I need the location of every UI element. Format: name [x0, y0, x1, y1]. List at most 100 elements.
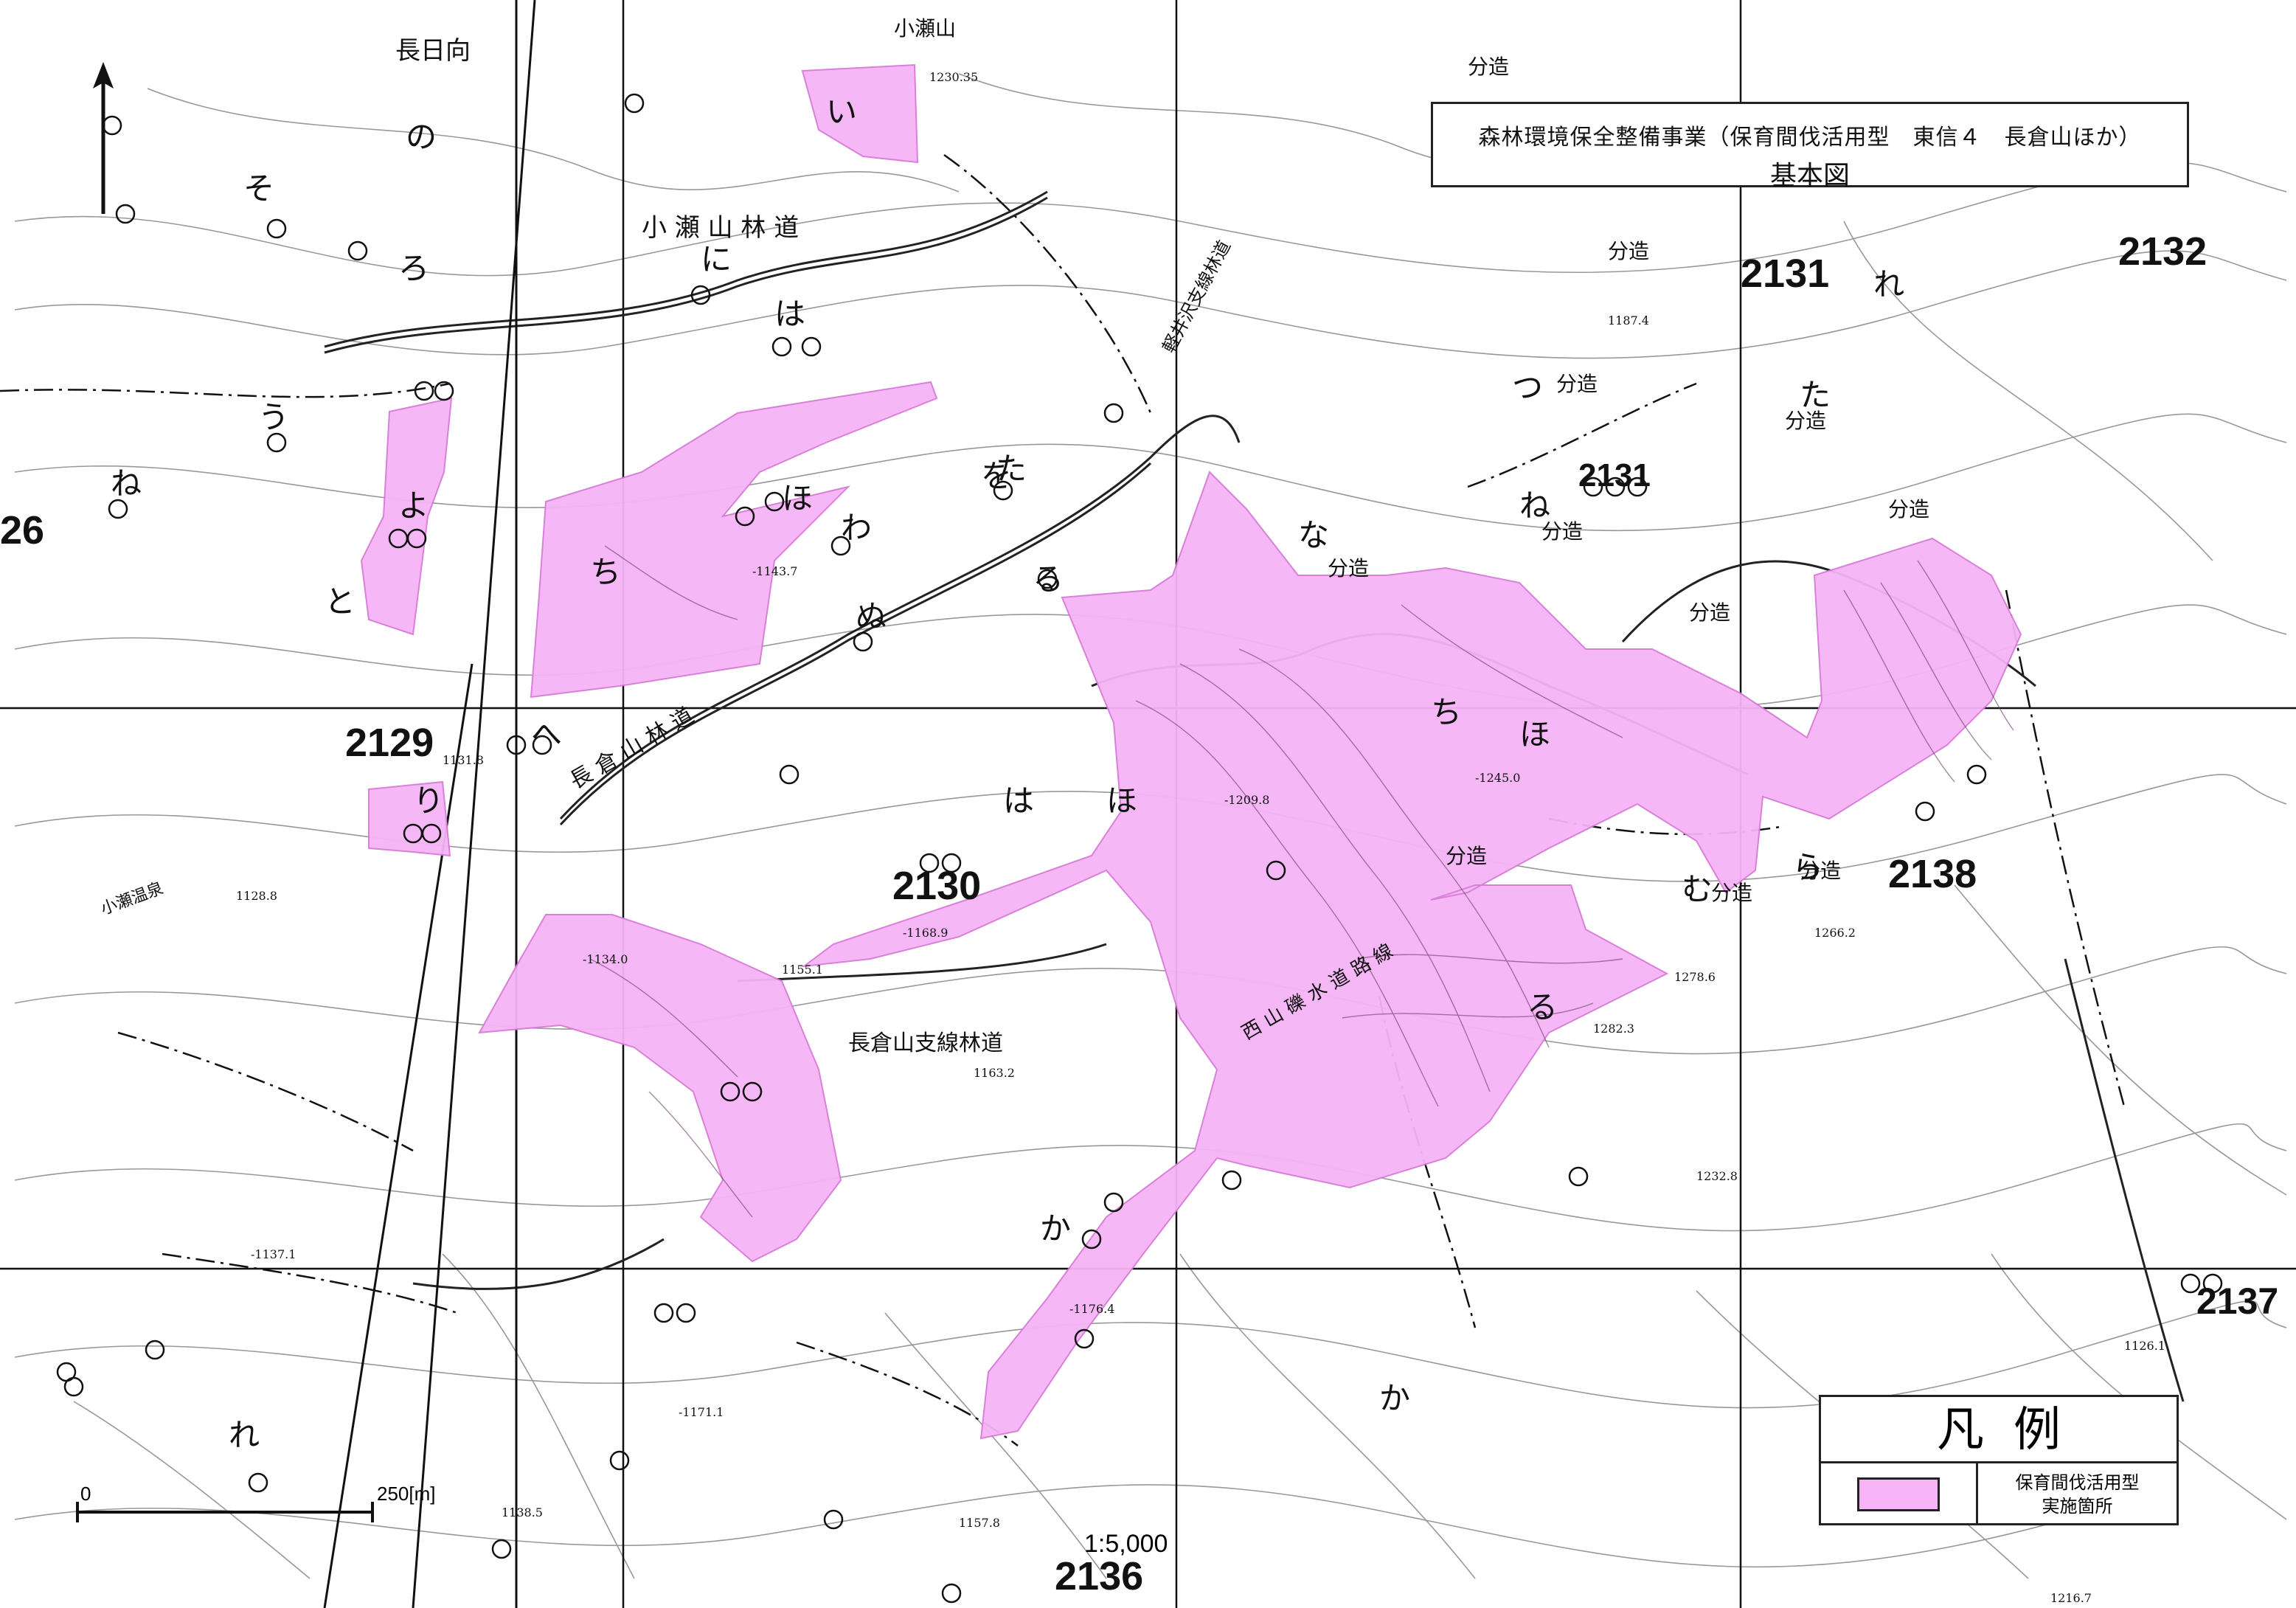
kana-label: わ [841, 510, 872, 546]
kana-label: ね [1519, 488, 1550, 524]
scale-bar-end: 250[m] [377, 1483, 436, 1505]
scale-ratio: 1:5,000 [1084, 1530, 1168, 1558]
label-bunzo: 分造 [1711, 881, 1752, 905]
kana-labels: い ろ は に ほ へ と ち り ぬ る る を わ か か よ た た れ … [111, 94, 1904, 1453]
label-bunzo: 分造 [1556, 372, 1598, 396]
kana-label: ぬ [856, 598, 887, 634]
kana-label: に [701, 241, 732, 277]
label-elevation: 1282.3 [1593, 1022, 1634, 1036]
legend-label-line1: 保育間伐活用型 [2015, 1472, 2140, 1493]
legend: 凡例 保育間伐活用型 実施箇所 [1819, 1395, 2179, 1525]
kana-label: む [1682, 871, 1713, 907]
label-elevation: -1168.9 [903, 926, 948, 940]
treatment-area-2 [360, 397, 453, 636]
legend-heading: 凡例 [1821, 1397, 2177, 1463]
treatment-area-3 [530, 381, 938, 699]
label-elevation: -1143.7 [752, 564, 797, 578]
kana-label: を [981, 458, 1012, 494]
scale-bar: 0 250[m] [76, 1483, 436, 1522]
kana-label: ち [1431, 694, 1462, 730]
kana-label: か [1379, 1380, 1410, 1416]
label-kose-yama: 小瀬山 [894, 16, 956, 41]
kana-label: よ [398, 488, 429, 524]
kana-label: た [1800, 377, 1831, 413]
map-title-box: 森林環境保全整備事業（保育間伐活用型 東信４ 長倉山ほか） 基本図 [1431, 102, 2189, 191]
treatment-contours [589, 545, 2014, 1218]
label-elevation: -1171.1 [679, 1405, 724, 1419]
label-elevation: 1138.5 [502, 1505, 543, 1519]
kana-label: れ [229, 1417, 260, 1453]
label-elevation: 1131.8 [443, 753, 484, 767]
sheet-number-2137: 2137 [2196, 1280, 2279, 1322]
kana-label: る [1033, 561, 1064, 597]
kana-label: そ [243, 170, 274, 207]
treatment-areas [360, 63, 2022, 1440]
kana-label: ほ [1519, 716, 1550, 752]
sheet-number-2138: 2138 [1888, 852, 1977, 896]
label-elevation: 1232.8 [1696, 1169, 1738, 1183]
label-elevation: -1137.1 [251, 1247, 296, 1261]
label-elevation: 1278.6 [1674, 970, 1716, 984]
north-arrow-icon [93, 62, 114, 214]
treatment-area-4 [368, 780, 451, 857]
legend-item-label: 保育間伐活用型 実施箇所 [1978, 1463, 2177, 1525]
treatment-area-1 [801, 63, 919, 164]
label-bunzo: 分造 [1468, 55, 1509, 79]
sheet-number-2131: 2131 [1578, 457, 1651, 493]
label-elevation: 1266.2 [1814, 926, 1856, 940]
kana-label: か [1040, 1210, 1071, 1247]
tree-symbols [56, 93, 2223, 1604]
kana-label: る [1527, 989, 1558, 1025]
kana-label: ら [1792, 849, 1823, 885]
kana-label: ほ [1106, 783, 1137, 819]
map-subtitle: 基本図 [1769, 161, 1850, 191]
label-kose-rindo: 小 瀬 山 林 道 [642, 213, 799, 243]
sheet-number-2132: 2132 [2118, 229, 2207, 274]
kana-label: い [826, 94, 857, 130]
kana-label: た [996, 451, 1027, 487]
map-title: 森林環境保全整備事業（保育間伐活用型 東信４ 長倉山ほか） [1478, 125, 2142, 150]
sheet-number-2130: 2130 [892, 864, 982, 908]
label-nagahinata: 長日向 [395, 36, 471, 66]
label-elevation: 1163.2 [974, 1066, 1015, 1080]
label-elevation: 1126.1 [2124, 1339, 2165, 1353]
sheet-number-2129: 2129 [345, 721, 434, 765]
kana-label: は [1003, 783, 1034, 819]
kana-label: ろ [398, 250, 429, 286]
label-elevation: -1245.0 [1475, 771, 1520, 785]
label-bunzo: 分造 [1541, 519, 1583, 544]
kana-label: ち [590, 554, 621, 590]
label-elevation: -1134.0 [583, 952, 628, 966]
label-bunzo: 分造 [1689, 600, 1730, 625]
legend-label-line2: 実施箇所 [2042, 1496, 2113, 1517]
power-lines [323, 0, 536, 1608]
legend-item: 保育間伐活用型 実施箇所 [1821, 1463, 2177, 1525]
treatment-area-5 [478, 914, 842, 1263]
label-elevation: -1209.8 [1224, 793, 1269, 807]
scale-bar-zero: 0 [80, 1483, 91, 1505]
kana-label: り [413, 783, 444, 819]
legend-swatch-cell [1821, 1463, 1978, 1525]
kana-label: へ [531, 716, 562, 752]
label-elevation: 1230.35 [929, 70, 978, 84]
label-bunzo: 分造 [1888, 497, 1929, 521]
label-elevation: 1128.8 [236, 889, 277, 903]
label-bunzo: 分造 [1800, 859, 1841, 883]
sheet-number-2131: 2131 [1741, 252, 1830, 296]
legend-swatch [1857, 1477, 1940, 1511]
label-bunzo: 分造 [1446, 844, 1487, 868]
kana-label: の [406, 119, 437, 155]
kana-label: ほ [782, 480, 813, 516]
kana-label: れ [1873, 266, 1904, 302]
kana-label: は [774, 296, 805, 332]
label-elevation: -1176.4 [1069, 1302, 1114, 1316]
kana-label: つ [1512, 370, 1543, 406]
label-elevation: 1155.1 [782, 963, 823, 977]
kana-label: ね [111, 465, 142, 502]
kana-label: と [325, 583, 356, 620]
kana-label: う [258, 399, 289, 435]
label-bunzo: 分造 [1785, 409, 1826, 433]
label-nagakura-shisen: 長倉山支線林道 [848, 1030, 1003, 1056]
label-elevation: 1187.4 [1608, 313, 1649, 328]
